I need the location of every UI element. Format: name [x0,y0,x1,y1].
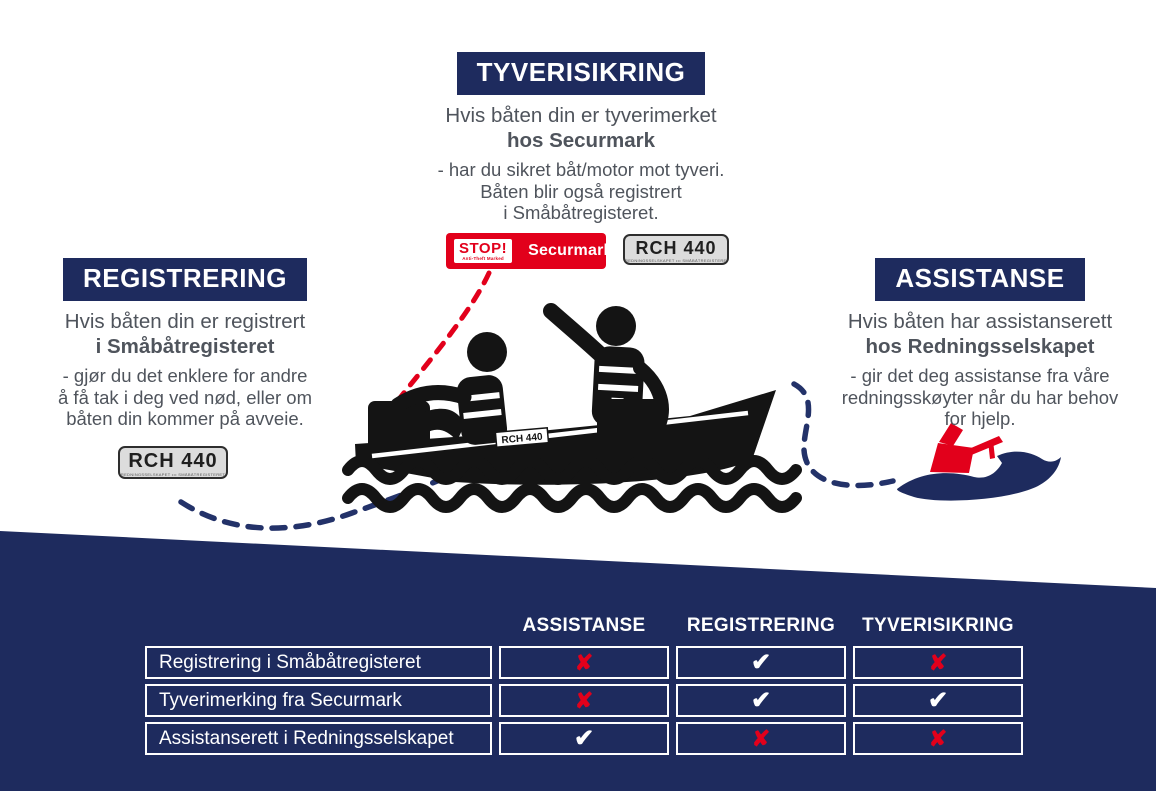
tyverisikring-header: TYVERISIKRING [456,52,706,95]
anti-theft-text: Anti-Theft Marked [462,256,504,262]
table-row: Tyverimerking fra Securmark ✘ ✔ ✔ [145,684,1023,717]
water-waves [342,455,802,513]
tyverisikring-intro-bold: hos Securmark [506,129,656,152]
rescue-boat-icon [897,423,1061,501]
registrering-intro-bold: i Småbåtregisteret [95,335,275,358]
securmark-brand-text: Securmark [528,242,613,259]
registrering-body-line: - gjør du det enklere for andre [62,365,308,386]
tyverisikring-body-line: Båten blir også registrert [480,180,682,202]
boat-console [597,399,665,441]
table-mark-cell: ✔ [499,722,669,755]
table-row: Assistanserett i Redningsselskapet ✔ ✘ ✘ [145,722,1023,755]
registration-plate-top: RCH 440 REDNINGSSELSKAPET ••• SMÅBÅTREGI… [623,234,729,265]
table-header-row: ASSISTANSE REGISTRERING TYVERISIKRING [145,615,1023,641]
table-mark-cell: ✘ [499,684,669,717]
table-column-header: REGISTRERING [686,615,836,636]
registrering-header: REGISTRERING [63,258,307,301]
comparison-table: ASSISTANSE REGISTRERING TYVERISIKRING Re… [138,610,1030,760]
registrering-body-line: å få tak i deg ved nød, eller om [58,386,312,408]
table-row-label: Tyverimerking fra Securmark [145,684,492,717]
assistanse-body-line: redningsskøyter når du har behov [841,386,1119,408]
table-row: Registrering i Småbåtregisteret ✘ ✔ ✘ [145,646,1023,679]
table-mark-cell: ✔ [676,646,846,679]
section-tyverisikring: TYVERISIKRING Hvis båten din er tyverime… [371,52,791,224]
table-row-label: Registrering i Småbåtregisteret [145,646,492,679]
section-assistanse: ASSISTANSE Hvis båten har assistanserett… [805,258,1155,430]
registration-plate-left: RCH 440 REDNINGSSELSKAPET ••• SMÅBÅTREGI… [118,446,228,479]
stop-label: STOP! Anti-Theft Marked [454,239,513,263]
person-waving [543,303,669,441]
hull-registration-label: RCH 440 [494,426,550,449]
tyverisikring-body-line: i Småbåtregisteret. [503,202,659,223]
assistanse-intro-bold: hos Redningsselskapet [865,335,1095,358]
table-mark-cell: ✘ [499,646,669,679]
table-mark-cell: ✘ [853,722,1023,755]
registrering-body-line: båten din kommer på avveie. [66,408,304,429]
plate-number: RCH 440 [635,238,717,258]
table-mark-cell: ✘ [853,646,1023,679]
assistanse-body-line: for hjelp. [944,408,1016,429]
svg-text:RCH 440: RCH 440 [501,432,543,447]
section-registrering: REGISTRERING Hvis båten din er registrer… [15,258,355,430]
tyverisikring-intro: Hvis båten din er tyverimerket [445,104,717,127]
table-mark-cell: ✔ [676,684,846,717]
stop-text: STOP! [459,240,508,258]
table-column-header: TYVERISIKRING [862,615,1014,636]
tyverisikring-body-line: - har du sikret båt/motor mot tyveri. [437,159,725,180]
plate-microtext: REDNINGSSELSKAPET ••• SMÅBÅTREGISTERET [625,259,727,263]
assistanse-body-line: - gir det deg assistanse fra våre [850,365,1110,386]
table-mark-cell: ✘ [676,722,846,755]
navy-dashed-connector-right [791,381,896,489]
table-mark-cell: ✔ [853,684,1023,717]
assistanse-intro: Hvis båten har assistanserett [847,310,1113,333]
assistanse-header: ASSISTANSE [875,258,1085,301]
registrering-intro: Hvis båten din er registrert [64,310,306,333]
table-row-label: Assistanserett i Redningsselskapet [145,722,492,755]
person-seated [390,332,508,445]
plate-number: RCH 440 [128,450,218,472]
boat-illustration: RCH 440 [342,303,802,513]
securmark-sticker: STOP! Anti-Theft Marked Securmark [446,233,612,269]
plate-microtext: REDNINGSSELSKAPET ••• SMÅBÅTREGISTERET [120,473,226,477]
table-column-header: ASSISTANSE [522,615,646,636]
